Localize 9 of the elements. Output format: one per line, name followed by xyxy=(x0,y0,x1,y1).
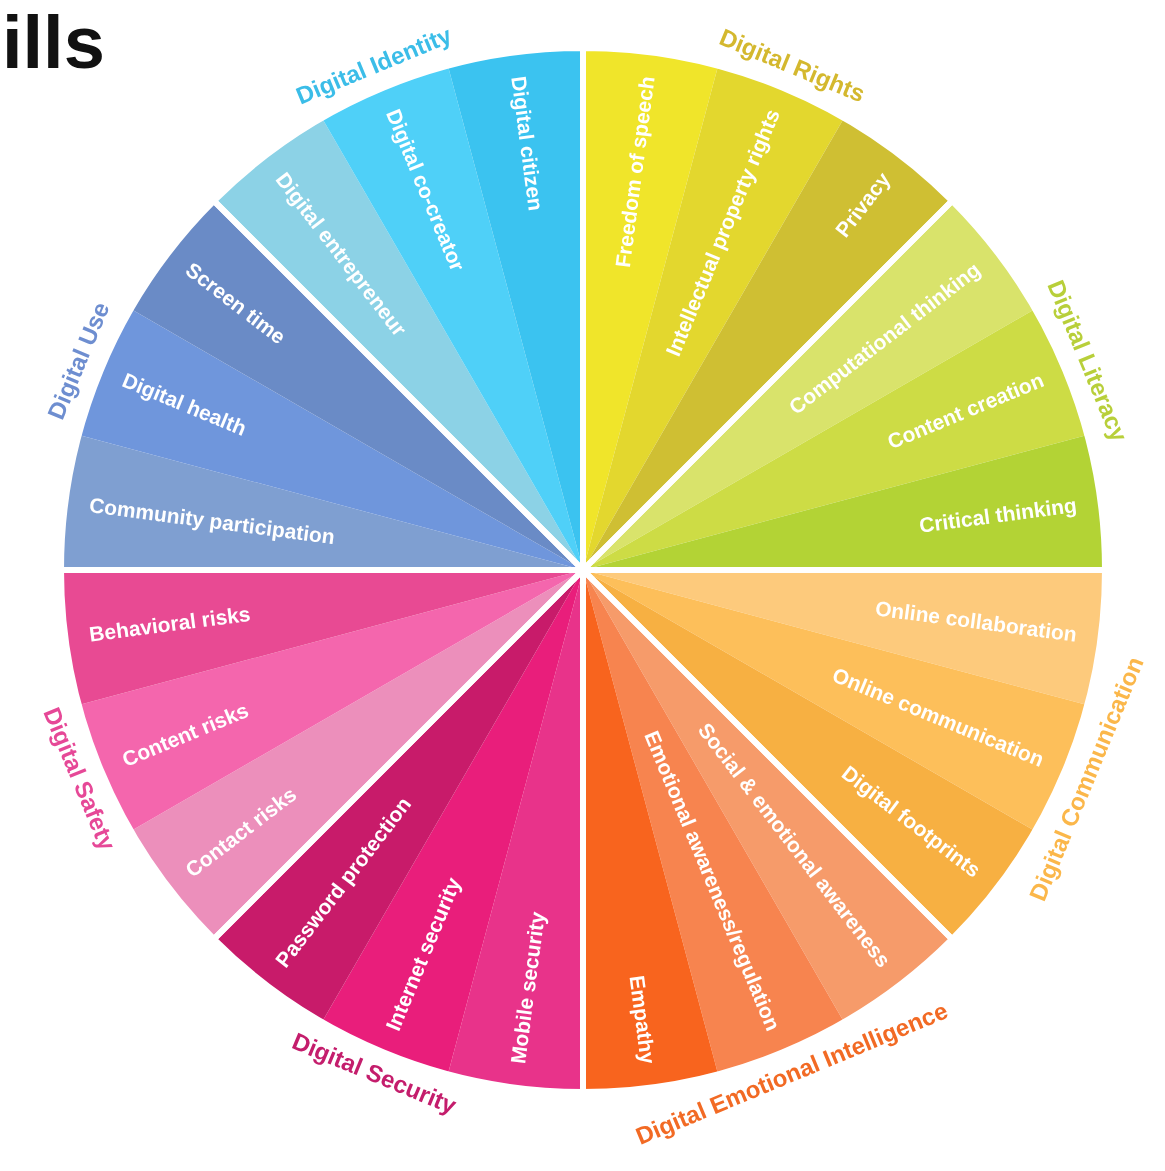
wedge-label: Mobile security xyxy=(506,910,550,1066)
wedge-label: Community participation xyxy=(87,493,337,550)
wedge-label: Behavioral risks xyxy=(87,601,252,647)
wedge-label: Digital citizen xyxy=(506,74,548,213)
wedge-label: Empathy xyxy=(624,974,660,1066)
wedge-label: Freedom of speech xyxy=(610,74,660,269)
wedge-label: Critical thinking xyxy=(917,493,1079,538)
wedge-label: Online collaboration xyxy=(873,596,1079,647)
title: ills xyxy=(2,2,105,84)
